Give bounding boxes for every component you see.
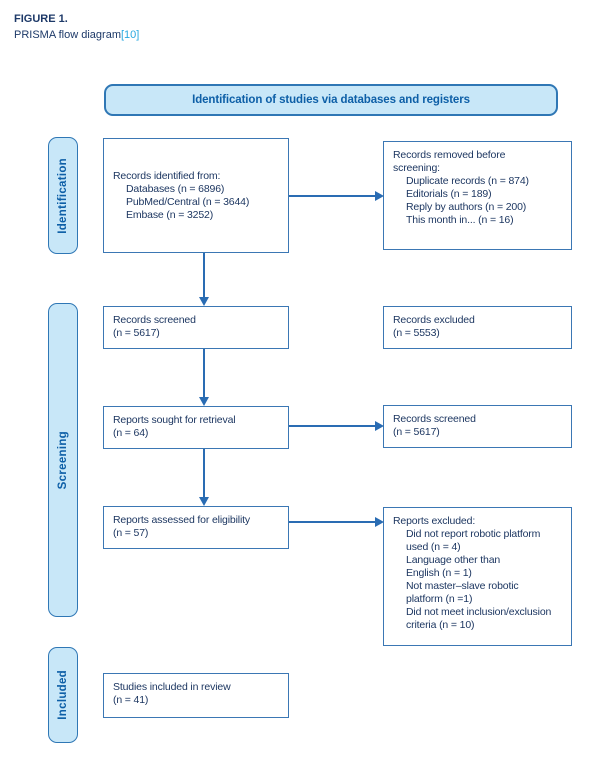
arrow-sought-to-screened-right <box>289 421 384 431</box>
figure-caption-text: PRISMA flow diagram <box>14 29 121 41</box>
box-records-removed: Records removed before screening: Duplic… <box>383 141 572 250</box>
box-reports-sought: Reports sought for retrieval (n = 64) <box>103 406 289 449</box>
box-line: (n = 5553) <box>393 327 440 339</box>
arrow-screened-to-sought <box>199 349 209 406</box>
box-item: PubMed/Central (n = 3644) <box>126 195 250 208</box>
box-item: Duplicate records (n = 874) <box>406 175 529 187</box>
box-records-identified: Records identified from: Databases (n = … <box>103 138 289 253</box>
box-line: Records excluded <box>393 314 475 326</box>
box-line: (n = 41) <box>113 694 149 706</box>
arrow-identified-to-removed <box>289 191 384 201</box>
stage-label-identification: Identification <box>48 137 78 254</box>
citation-link[interactable]: [10] <box>120 29 140 41</box>
stage-label-screening: Screening <box>48 303 78 617</box>
box-studies-included: Studies included in review (n = 41) <box>103 673 289 718</box>
arrow-sought-to-assessed <box>199 449 209 506</box>
box-item: Databases (n = 6896) <box>126 182 225 195</box>
box-title: Records identified from: <box>113 169 221 182</box>
box-item: Not master–slave robotic platform (n =1) <box>406 580 519 605</box>
box-item: Did not meet inclusion/exclusion criteri… <box>406 606 552 631</box>
box-line: Records screened <box>113 314 196 326</box>
box-title: Reports excluded: <box>393 515 476 527</box>
box-item: Did not report robotic platform used (n … <box>406 528 541 553</box>
box-records-excluded: Records excluded (n = 5553) <box>383 306 572 349</box>
stage-label-text: Included <box>57 670 69 720</box>
arrow-identified-to-screened <box>199 253 209 306</box>
arrow-assessed-to-excluded <box>289 517 384 527</box>
stage-label-included: Included <box>48 647 78 743</box>
stage-label-text: Screening <box>57 430 69 490</box>
box-records-screened-right: Records screened (n = 5617) <box>383 405 572 448</box>
box-item: Embase (n = 3252) <box>126 208 214 221</box>
box-line: (n = 5617) <box>113 327 160 339</box>
box-item: Language other than English (n = 1) <box>406 554 501 579</box>
box-line: Reports assessed for eligibility <box>113 514 251 526</box>
box-line: Records screened <box>393 413 476 425</box>
figure-caption: PRISMA flow diagram[10] <box>14 29 139 41</box>
box-item: Editorials (n = 189) <box>406 188 492 200</box>
banner-identification-of-studies: Identification of studies via databases … <box>104 84 558 116</box>
box-item: This month in... (n = 16) <box>406 214 514 226</box>
figure-label: FIGURE 1. <box>14 13 68 25</box>
box-item: Reply by authors (n = 200) <box>406 201 527 213</box>
box-reports-assessed: Reports assessed for eligibility (n = 57… <box>103 506 289 549</box>
stage-label-text: Identification <box>57 157 69 234</box>
box-records-screened: Records screened (n = 5617) <box>103 306 289 349</box>
box-line: (n = 64) <box>113 427 149 439</box>
banner-title: Identification of studies via databases … <box>192 94 470 106</box>
box-line: Studies included in review <box>113 681 231 693</box>
box-line: (n = 57) <box>113 527 149 539</box>
box-line: Reports sought for retrieval <box>113 414 236 426</box>
box-line: (n = 5617) <box>393 426 440 438</box>
box-title: Records removed before screening: <box>393 149 506 174</box>
box-reports-excluded: Reports excluded: Did not report robotic… <box>383 507 572 646</box>
